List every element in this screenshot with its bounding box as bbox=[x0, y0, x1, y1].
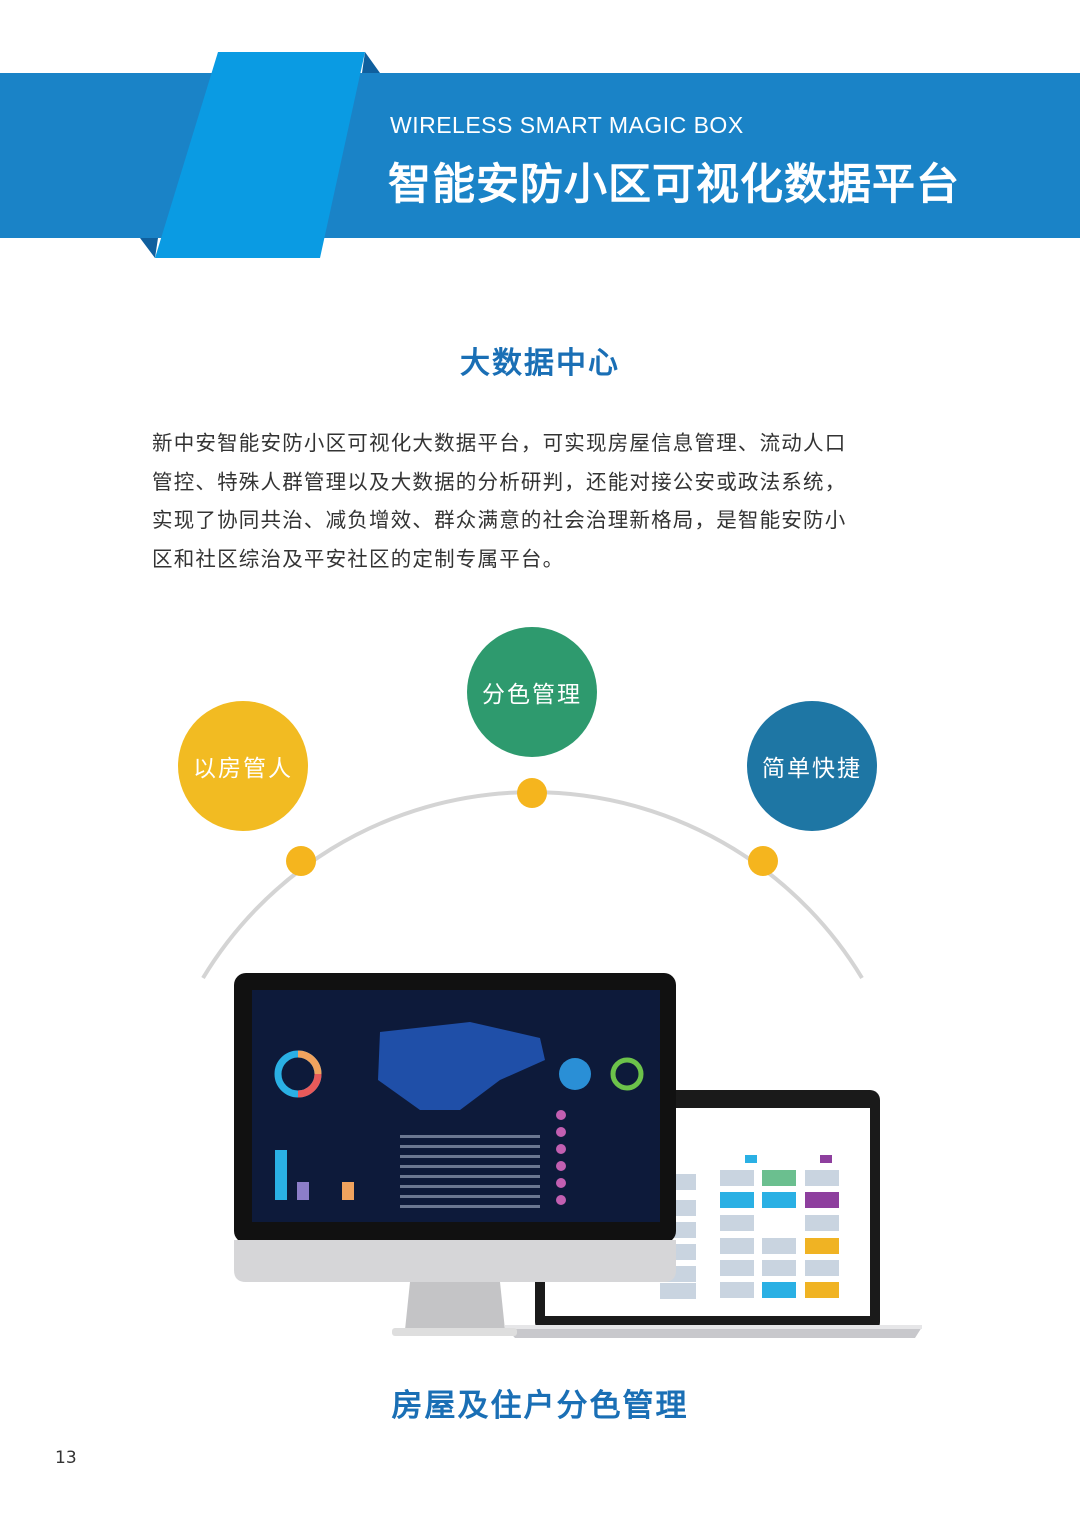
monitor-image bbox=[234, 973, 676, 1336]
header-subtitle: WIRELESS SMART MAGIC BOX bbox=[390, 112, 744, 138]
header-title: 智能安防小区可视化数据平台 bbox=[388, 160, 960, 210]
feature-label: 分色管理 bbox=[482, 682, 582, 708]
arc-dot bbox=[286, 846, 316, 876]
image-caption: 房屋及住户分色管理 bbox=[391, 1388, 689, 1424]
page-number: 13 bbox=[55, 1448, 77, 1468]
section-heading: 大数据中心 bbox=[460, 346, 620, 381]
arc-dot bbox=[517, 778, 547, 808]
section-paragraph: 新中安智能安防小区可视化大数据平台，可实现房屋信息管理、流动人口 管控、特殊人群… bbox=[152, 424, 932, 578]
feature-label: 简单快捷 bbox=[762, 756, 862, 782]
devices-illustration bbox=[234, 973, 922, 1338]
paragraph-line: 实现了协同共治、减负增效、群众满意的社会治理新格局，是智能安防小 bbox=[152, 508, 847, 532]
feature-label: 以房管人 bbox=[193, 756, 293, 782]
arc-dot bbox=[748, 846, 778, 876]
feature-circle-simple: 简单快捷 bbox=[747, 701, 877, 831]
feature-circle-house: 以房管人 bbox=[178, 701, 308, 831]
paragraph-line: 新中安智能安防小区可视化大数据平台，可实现房屋信息管理、流动人口 bbox=[152, 431, 847, 455]
feature-circle-color: 分色管理 bbox=[467, 627, 597, 757]
paragraph-line: 管控、特殊人群管理以及大数据的分析研判，还能对接公安或政法系统， bbox=[152, 469, 847, 494]
header-ribbon bbox=[140, 52, 380, 258]
paragraph-line: 区和社区综治及平安社区的定制专属平台。 bbox=[152, 546, 565, 571]
